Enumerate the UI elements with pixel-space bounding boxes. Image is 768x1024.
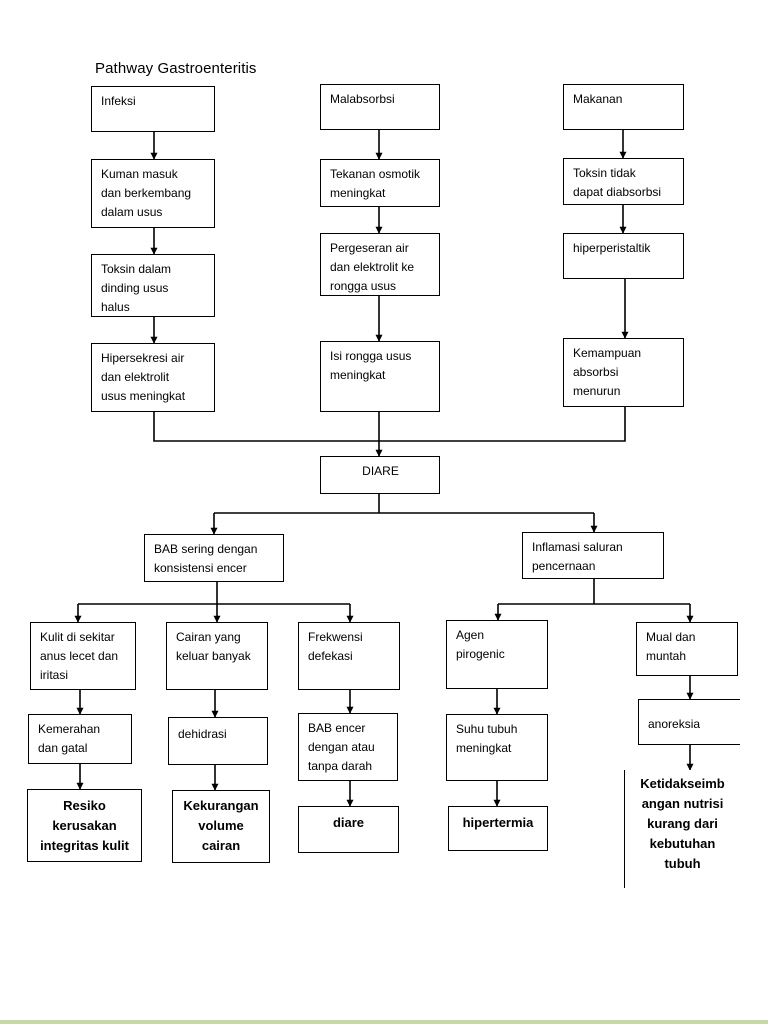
node-cairan-keluar: Cairan yang keluar banyak <box>166 622 268 690</box>
node-makanan: Makanan <box>563 84 684 130</box>
node-hipersekresi: Hipersekresi air dan elektrolit usus men… <box>91 343 215 412</box>
node-kemampuan-absorbsi: Kemampuan absorbsi menurun <box>563 338 684 407</box>
outcome-diare: diare <box>298 806 399 853</box>
node-hiperperistaltik: hiperperistaltik <box>563 233 684 279</box>
outcome-ketidakseimbangan-nutrisi: Ketidakseimb angan nutrisi kurang dari k… <box>624 770 740 888</box>
node-isi-rongga: Isi rongga usus meningkat <box>320 341 440 412</box>
node-agen-pirogenic: Agen pirogenic <box>446 620 548 689</box>
node-anoreksia: anoreksia <box>638 699 740 745</box>
node-malabsorbsi: Malabsorbsi <box>320 84 440 130</box>
outcome-hipertermia: hipertermia <box>448 806 548 851</box>
page-bottom-edge <box>0 1020 768 1024</box>
node-suhu-tubuh: Suhu tubuh meningkat <box>446 714 548 781</box>
node-kulit-sekitar-anus: Kulit di sekitar anus lecet dan iritasi <box>30 622 136 690</box>
node-toksin-dinding: Toksin dalam dinding usus halus <box>91 254 215 317</box>
node-bab-encer: BAB encer dengan atau tanpa darah <box>298 713 398 781</box>
outcome-kekurangan-volume-cairan: Kekurangan volume cairan <box>172 790 270 863</box>
node-diare-center: DIARE <box>320 456 440 494</box>
node-mual-muntah: Mual dan muntah <box>636 622 738 676</box>
node-dehidrasi: dehidrasi <box>168 717 268 765</box>
node-infeksi: Infeksi <box>91 86 215 132</box>
node-pergeseran-air: Pergeseran air dan elektrolit ke rongga … <box>320 233 440 296</box>
node-kuman-masuk: Kuman masuk dan berkembang dalam usus <box>91 159 215 228</box>
node-frekwensi-defekasi: Frekwensi defekasi <box>298 622 400 690</box>
page-title: Pathway Gastroenteritis <box>95 60 257 77</box>
node-toksin-tidak-diabsorbsi: Toksin tidak dapat diabsorbsi <box>563 158 684 205</box>
merge-line <box>153 407 626 442</box>
outcome-resiko-kerusakan-kulit: Resiko kerusakan integritas kulit <box>27 789 142 862</box>
node-tekanan-osmotik: Tekanan osmotik meningkat <box>320 159 440 207</box>
node-bab-sering: BAB sering dengan konsistensi encer <box>144 534 284 582</box>
node-inflamasi: Inflamasi saluran pencernaan <box>522 532 664 579</box>
node-kemerahan-gatal: Kemerahan dan gatal <box>28 714 132 764</box>
